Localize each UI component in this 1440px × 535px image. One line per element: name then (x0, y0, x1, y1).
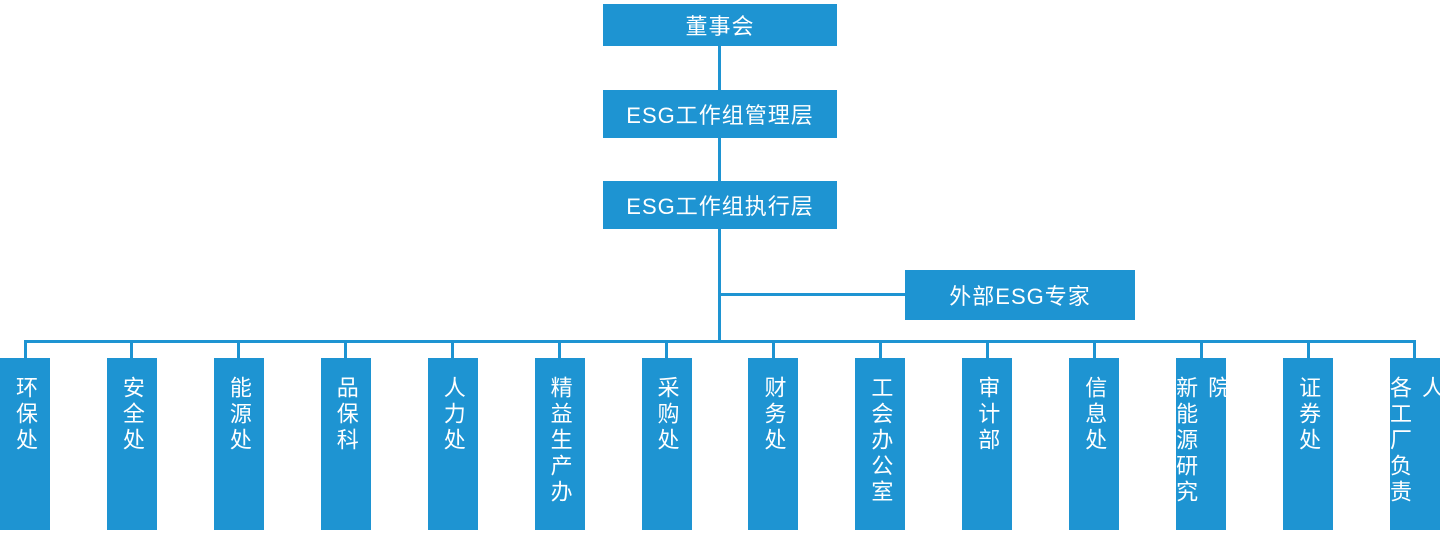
department-box-factory-heads: 各工厂负责人 (1387, 358, 1440, 530)
connector-board-to-management (718, 46, 721, 90)
department-cell: 能源处 (213, 343, 264, 530)
connector-drop (237, 343, 241, 358)
connector-drop (1199, 343, 1203, 358)
node-board-label: 董事会 (685, 14, 755, 39)
department-box-union-office: 工会办公室 (855, 358, 906, 530)
department-label: 环保处 (13, 376, 38, 454)
connector-drop (878, 343, 882, 358)
node-external-esg-experts: 外部ESG专家 (905, 270, 1135, 320)
department-box-energy: 能源处 (213, 358, 264, 530)
department-label: 能源处 (226, 376, 252, 454)
connector-drop (130, 343, 134, 358)
connector-to-external-experts (719, 293, 905, 296)
department-cell: 环保处 (0, 343, 50, 530)
connector-drop (665, 343, 669, 358)
department-label: 审计部 (975, 376, 1001, 454)
department-label: 证券处 (1296, 376, 1322, 454)
department-label: 采购处 (654, 376, 680, 454)
department-cell: 新能源研究院 (1173, 343, 1230, 530)
connector-drop (985, 343, 989, 358)
node-esg-management-layer: ESG工作组管理层 (603, 90, 837, 138)
department-box-audit: 审计部 (962, 358, 1013, 530)
department-cell: 人力处 (427, 343, 478, 530)
department-label: 工会办公室 (868, 376, 894, 506)
connector-drop (1092, 343, 1096, 358)
department-cell: 信息处 (1069, 343, 1120, 530)
department-cell: 财务处 (748, 343, 799, 530)
connector-drop (1413, 343, 1417, 358)
department-label: 品保科 (333, 376, 359, 454)
connector-drop (451, 343, 455, 358)
department-box-lean-production: 精益生产办 (534, 358, 585, 530)
node-execution-label: ESG工作组执行层 (626, 194, 814, 219)
department-cell: 各工厂负责人 (1387, 343, 1440, 530)
department-label: 信息处 (1082, 376, 1108, 454)
department-box-finance: 财务处 (748, 358, 799, 530)
department-cell: 品保科 (320, 343, 371, 530)
departments-row: 环保处 安全处 能源处 品保科 人力处 (0, 343, 1440, 530)
connector-drop (771, 343, 775, 358)
connector-drop (558, 343, 562, 358)
department-cell: 精益生产办 (534, 343, 585, 530)
department-box-safety: 安全处 (106, 358, 157, 530)
department-label: 精益生产办 (547, 376, 573, 506)
department-box-information: 信息处 (1069, 358, 1120, 530)
connector-execution-to-bus (718, 229, 721, 340)
department-box-securities: 证券处 (1283, 358, 1334, 530)
department-label: 各工厂负责人 (1386, 376, 1440, 506)
connector-bus-horizontal (24, 340, 1416, 343)
department-box-procurement: 采购处 (641, 358, 692, 530)
department-cell: 安全处 (106, 343, 157, 530)
connector-drop (344, 343, 348, 358)
connector-management-to-execution (718, 138, 721, 181)
department-cell: 审计部 (962, 343, 1013, 530)
department-label: 新能源研究院 (1173, 376, 1231, 506)
node-external-label: 外部ESG专家 (949, 284, 1091, 309)
department-box-quality-assurance: 品保科 (320, 358, 371, 530)
department-box-human-resources: 人力处 (427, 358, 478, 530)
connector-drop (1306, 343, 1310, 358)
department-cell: 采购处 (641, 343, 692, 530)
node-board-of-directors: 董事会 (603, 4, 837, 46)
department-label: 安全处 (119, 376, 145, 454)
department-cell: 证券处 (1283, 343, 1334, 530)
department-label: 人力处 (440, 376, 466, 454)
department-box-new-energy-institute: 新能源研究院 (1173, 358, 1230, 530)
node-management-label: ESG工作组管理层 (626, 103, 814, 128)
department-box-environmental: 环保处 (0, 358, 50, 530)
department-label: 财务处 (761, 376, 787, 454)
connector-drop (23, 343, 27, 358)
node-esg-execution-layer: ESG工作组执行层 (603, 181, 837, 229)
department-cell: 工会办公室 (855, 343, 906, 530)
